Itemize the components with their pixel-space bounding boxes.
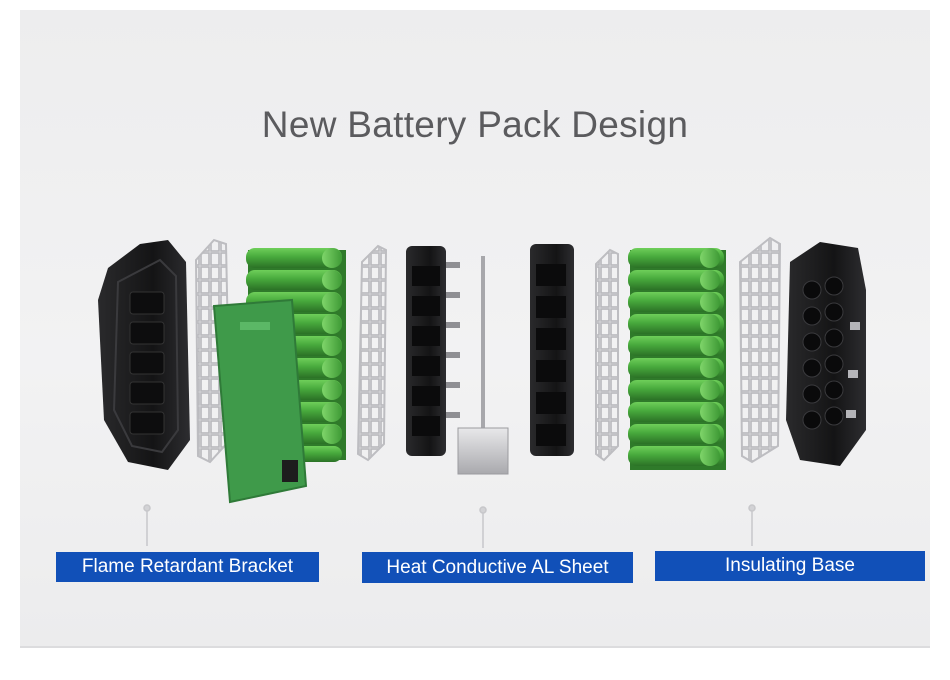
heat-conductive-al-sheet [457, 256, 509, 475]
label-heat-conductive-al-sheet: Heat Conductive AL Sheet [362, 552, 633, 583]
flame-retardant-bracket-center [406, 246, 460, 456]
protection-circuit-board [212, 298, 308, 504]
nickel-strip-middle-left [356, 244, 388, 462]
bottom-divider [20, 646, 930, 648]
label-insulating-base: Insulating Base [655, 551, 925, 581]
insulating-base-right [786, 242, 866, 466]
page-title: New Battery Pack Design [261, 104, 689, 145]
nickel-strip-middle-right [595, 248, 619, 462]
battery-cells-right [628, 248, 726, 470]
label-connector-pins [143, 504, 756, 548]
label-flame-retardant-bracket: Flame Retardant Bracket [56, 552, 319, 582]
flame-retardant-bracket-left [98, 240, 190, 470]
flame-retardant-bracket-right [530, 244, 574, 456]
nickel-strip-right [738, 236, 782, 464]
